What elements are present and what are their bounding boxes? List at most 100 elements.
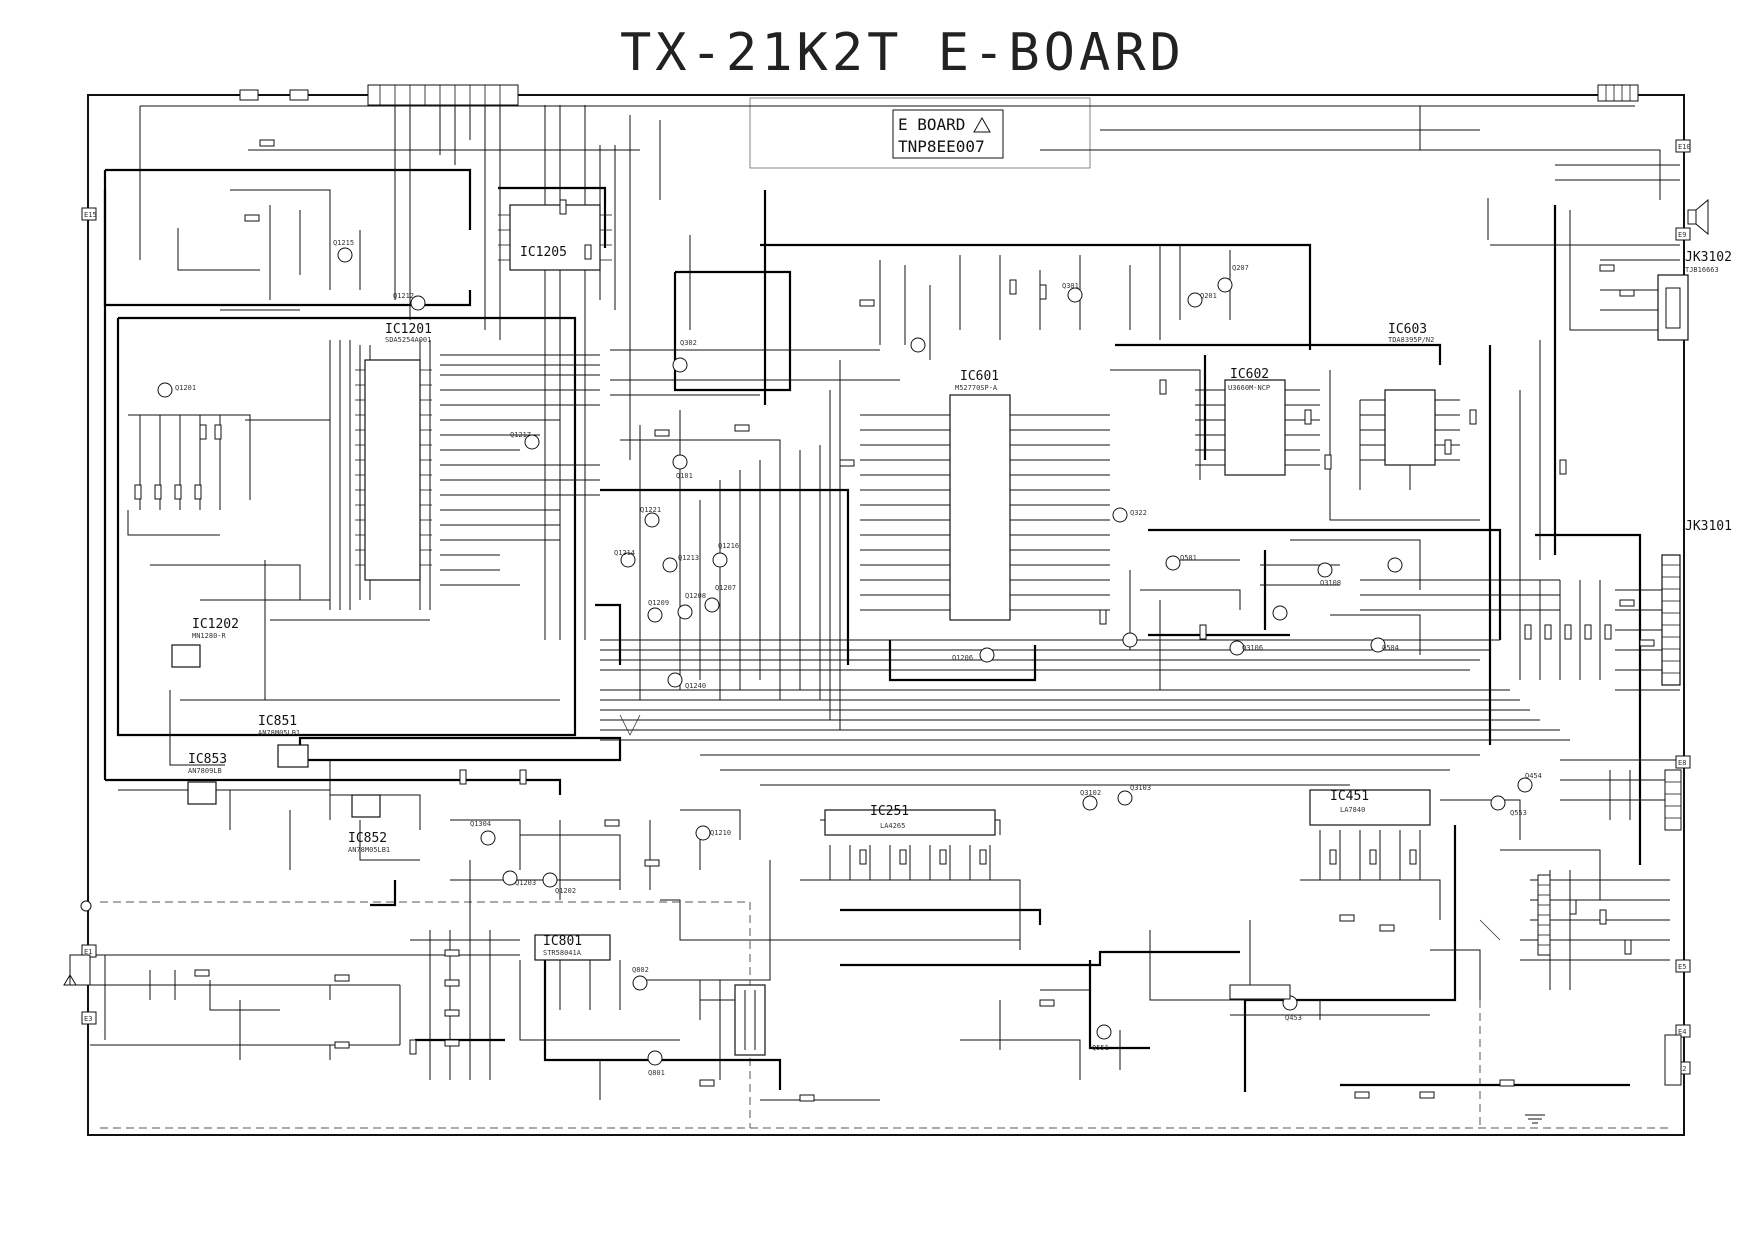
svg-text:E2: E2 (1678, 1065, 1686, 1073)
transistor-q454: Q454 (1517, 772, 1542, 793)
transistor-q301: Q301 (1062, 282, 1083, 303)
transistor-q801: Q801 (647, 1050, 665, 1077)
svg-text:Q551: Q551 (1092, 1044, 1109, 1052)
transistor-q302: Q302 (672, 339, 697, 373)
svg-text:Q201: Q201 (1200, 292, 1217, 300)
transistor-q3108: Q3108 (1317, 562, 1341, 587)
ic251-part: LA4265 (880, 822, 905, 830)
ic853: IC853 AN7809LB (187, 752, 227, 805)
transistor-q1217: Q1217 (510, 431, 540, 450)
svg-text:Q1201: Q1201 (175, 384, 196, 392)
ic853-part: AN7809LB (188, 767, 222, 775)
transistor-q1214: Q1214 (614, 549, 636, 568)
transistor-q1221: Q1221 (640, 506, 661, 528)
transistor-q553: Q553 (1490, 795, 1527, 817)
ic853-label: IC853 (188, 752, 227, 767)
svg-text:Q801: Q801 (648, 1069, 665, 1077)
svg-text:Q1221: Q1221 (640, 506, 661, 514)
edge-label-e8: E8 (1675, 755, 1691, 769)
svg-text:Q553: Q553 (1510, 809, 1527, 817)
transistor-q503 (1387, 557, 1403, 573)
transistor-q322: Q322 (1112, 507, 1147, 523)
svg-text:E1: E1 (84, 948, 92, 956)
svg-text:Q1207: Q1207 (715, 584, 736, 592)
transistor-q1240: Q1240 (667, 672, 706, 690)
transistor-q101: Q101 (672, 454, 693, 480)
ic801-part: STR58041A (543, 949, 582, 957)
svg-text:Q302: Q302 (680, 339, 697, 347)
transistor-q1206: Q1206 (952, 647, 995, 663)
signal-traces (88, 100, 1680, 1101)
svg-text:E4: E4 (1678, 1028, 1686, 1036)
transistor-q3102: Q3102 (1080, 789, 1101, 811)
transistor-q3107 (1272, 605, 1288, 621)
transistor-q1215: Q1215 (333, 239, 354, 263)
e4-output-connector (1664, 1034, 1682, 1086)
ic602: IC602 U3660M-NCP (1224, 367, 1286, 476)
e8-output-connector (1664, 769, 1682, 831)
ic603: IC603 TDA8395P/N2 (1384, 322, 1436, 466)
transistor-q3103: Q3103 (1117, 784, 1151, 806)
edge-label-e4: E4 (1675, 1024, 1691, 1038)
svg-text:Q101: Q101 (676, 472, 693, 480)
top-left-connector (239, 84, 519, 106)
ic801: IC801 STR58041A (534, 934, 611, 961)
transistor-q1202: Q1202 (542, 872, 576, 895)
transistor-q1304: Q1304 (470, 820, 496, 846)
transistor-q1213: Q1213 (662, 554, 699, 573)
edge-label-e15: E15 (81, 207, 97, 221)
transistor-q303 (910, 337, 926, 353)
ic251: IC251 LA4265 (824, 804, 996, 836)
svg-text:Q501: Q501 (1180, 554, 1197, 562)
ic451-part: LA7840 (1340, 806, 1365, 814)
jk3102-connector: JK3102 TJB16663 (1657, 250, 1732, 341)
svg-text:Q454: Q454 (1525, 772, 1542, 780)
ic451-output-chain (1537, 874, 1551, 956)
svg-text:Q1213: Q1213 (678, 554, 699, 562)
transistor-q1207: Q1207 (704, 584, 736, 613)
svg-text:Q1210: Q1210 (710, 829, 731, 837)
top-right-connector (1597, 84, 1639, 102)
svg-text:Q1217: Q1217 (510, 431, 531, 439)
transistor-q201: Q201 (1187, 292, 1217, 308)
ac-input-connector (63, 900, 92, 986)
ic852: IC852 AN78M05LB1 (348, 794, 390, 854)
jk3102-label: JK3102 (1685, 250, 1732, 265)
ic1202-part: MN1280-R (192, 632, 227, 640)
ic601: IC601 M52770SP-A (940, 369, 1020, 621)
svg-text:Q453: Q453 (1285, 1014, 1302, 1022)
svg-text:E9: E9 (1678, 231, 1686, 239)
jk3102-part: TJB16663 (1685, 266, 1719, 274)
ic603-label: IC603 (1388, 322, 1427, 337)
ic852-part: AN78M05LB1 (348, 846, 390, 854)
passive-components (134, 139, 1655, 1102)
svg-text:Q1203: Q1203 (515, 879, 536, 887)
ic451: IC451 LA7840 (1309, 789, 1431, 826)
board-note: E BOARD TNP8EE007 (892, 109, 1004, 159)
svg-text:Q1304: Q1304 (470, 820, 491, 828)
ic1201-part: SDA5254A001 (385, 336, 431, 344)
edge-label-e9: E9 (1675, 227, 1691, 241)
ic251-label: IC251 (870, 804, 909, 819)
ic1201-label: IC1201 (385, 322, 432, 337)
svg-text:Q1212: Q1212 (393, 292, 414, 300)
ic451-label: IC451 (1330, 789, 1369, 804)
svg-text:Q3106: Q3106 (1242, 644, 1263, 652)
ic1202: IC1202 MN1280-R (171, 617, 239, 668)
schematic-title: TX-21K2T E-BOARD (620, 23, 1185, 83)
board-outline (87, 94, 1685, 1136)
svg-text:Q1240: Q1240 (685, 682, 706, 690)
transistor-q1201: Q1201 (157, 382, 196, 398)
board-note-line2: TNP8EE007 (898, 137, 985, 156)
svg-text:Q1209: Q1209 (648, 599, 669, 607)
svg-text:Q1202: Q1202 (555, 887, 576, 895)
ic851-part: AN78M05LB1 (258, 729, 300, 737)
heavy-traces (103, 168, 1642, 1092)
svg-text:Q1215: Q1215 (333, 239, 354, 247)
transistor-q1208: Q1208 (677, 592, 706, 620)
svg-text:Q301: Q301 (1062, 282, 1079, 290)
svg-text:Q1208: Q1208 (685, 592, 706, 600)
ic852-label: IC852 (348, 831, 387, 846)
svg-text:Q504: Q504 (1382, 644, 1399, 652)
